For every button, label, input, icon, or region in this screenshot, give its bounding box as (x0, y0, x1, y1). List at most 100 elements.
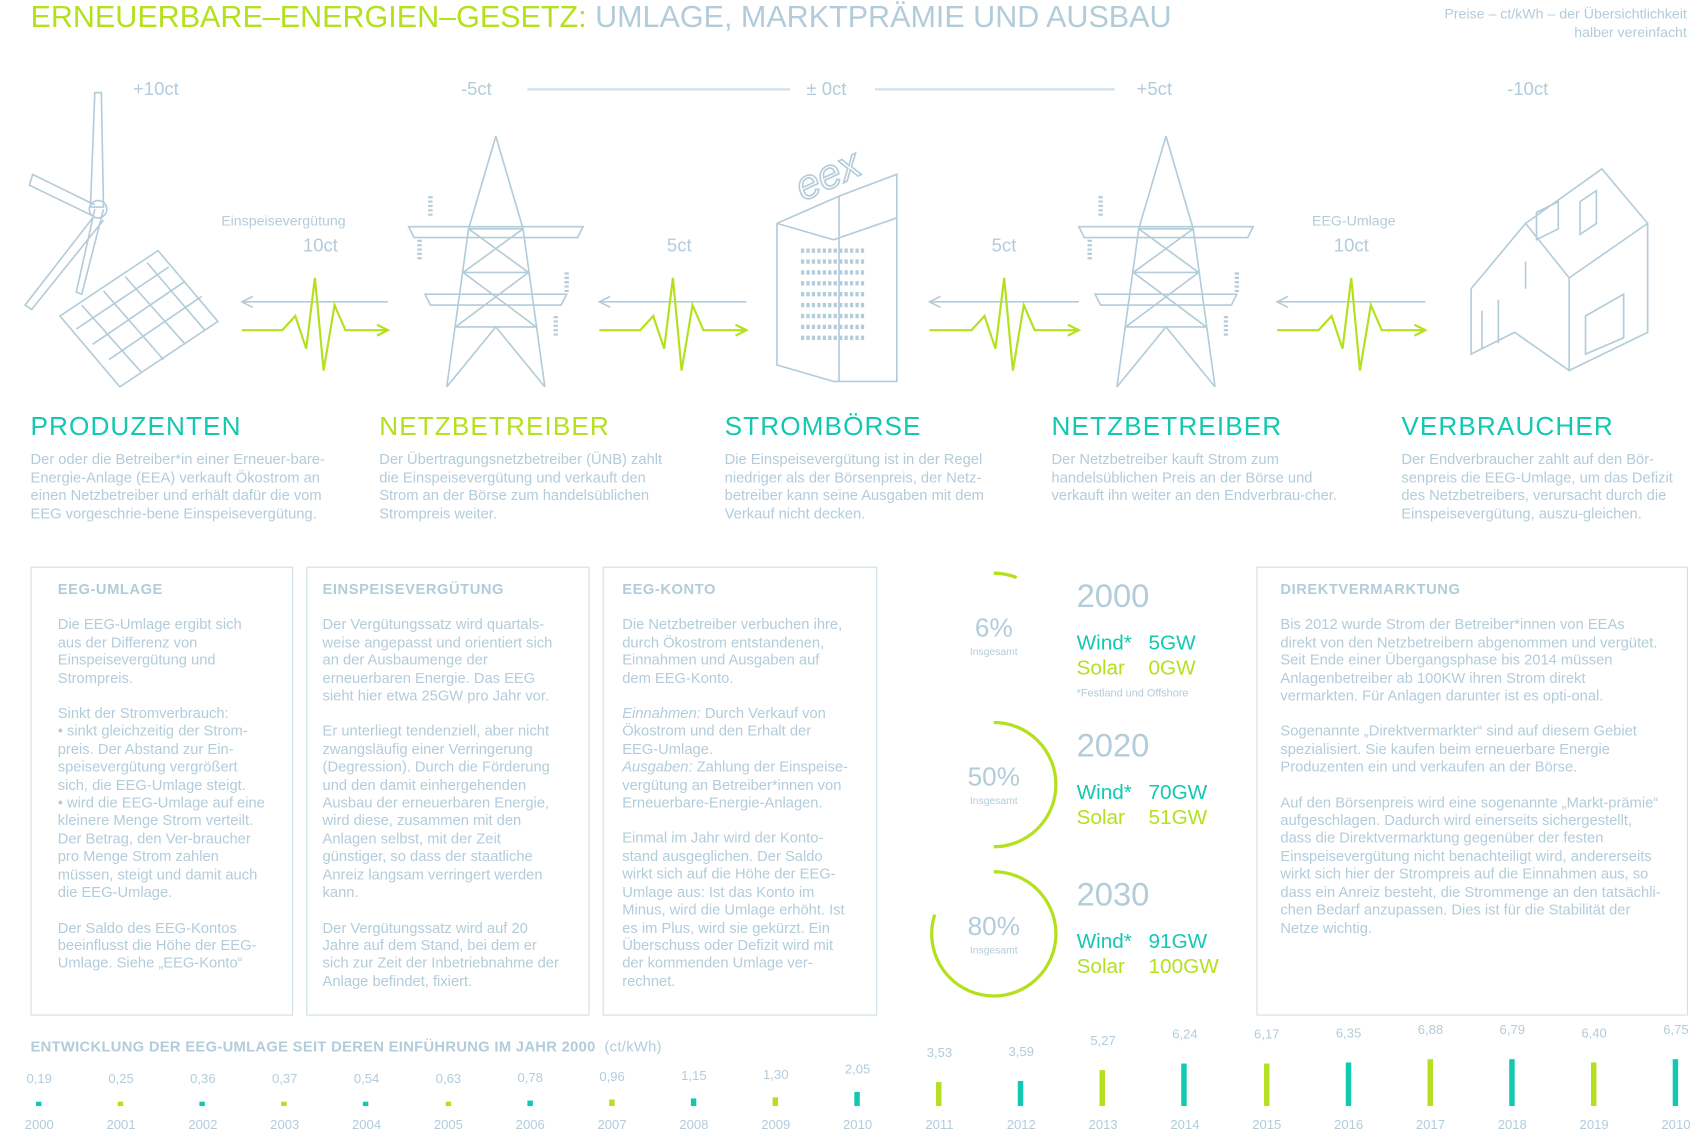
heading-verbraucher: VERBRAUCHER (1401, 411, 1614, 442)
share-percent: 80% (967, 912, 1020, 942)
chart-bar (608, 1099, 615, 1107)
flow-arrows (240, 277, 1428, 371)
chart-year-label: 2016 (1334, 1116, 1364, 1133)
chart-year-label: 2005 (433, 1116, 463, 1133)
price-stromboerse: ± 0ct (806, 78, 847, 100)
desc-netzbetreiber-1: Der Übertragungsnetzbetreiber (ÜNB) zahl… (379, 451, 663, 522)
chart-value-label: 0,63 (435, 1071, 462, 1087)
flow-amount: 10ct (1333, 235, 1369, 257)
money-arrow-left (240, 295, 388, 309)
desc-produzenten: Der oder die Betreiber*in einer Erneuer-… (30, 451, 325, 522)
chart-bar (854, 1091, 860, 1107)
chart-year-label: 2014 (1170, 1116, 1200, 1133)
solar-value: 0GW (1148, 657, 1196, 680)
chart-value-label: 0,36 (190, 1071, 216, 1087)
power-pylon-icon (1077, 135, 1255, 388)
chart-year-label: 2000 (24, 1116, 54, 1133)
chart-year-label: 2017 (1415, 1116, 1445, 1133)
wind-value: 70GW (1148, 781, 1208, 805)
power-pulse-arrow-right (929, 277, 1082, 371)
chart-bar (445, 1101, 451, 1107)
heading-stromboerse: STROMBÖRSE (724, 411, 922, 442)
expansion-year: 2020 (1076, 727, 1150, 764)
chart-bar (35, 1101, 42, 1107)
title-sub: UMLAGE, MARKTPRÄMIE UND AUSBAU (586, 0, 1172, 34)
box-text: Auf den Börsenpreis wird eine sogenannte… (1280, 794, 1661, 936)
box-einspeiseverguetung: EINSPEISEVERGÜTUNG Der Vergütungssatz wi… (306, 566, 590, 1016)
house-icon (1470, 167, 1649, 373)
note-line: halber vereinfacht (1574, 23, 1687, 41)
chart-value-label: 3,53 (926, 1044, 953, 1061)
chart-year-label: 2010 (1661, 1116, 1691, 1133)
flow-amount: 10ct (302, 235, 338, 257)
chart-year-label: 2019 (1579, 1116, 1609, 1133)
chart-bar (363, 1101, 369, 1107)
chart-bar (281, 1101, 287, 1107)
box-title: EEG-UMLAGE (57, 580, 163, 598)
share-total-label: Insgesamt (969, 795, 1018, 808)
chart-year-label: 2002 (188, 1116, 218, 1133)
chart-value-label: 6,40 (1581, 1025, 1607, 1041)
power-pulse-arrow-right (241, 277, 391, 371)
chart-value-label: 2,05 (844, 1061, 871, 1077)
share-total-label: Insgesamt (969, 944, 1018, 957)
chart-bar (199, 1101, 206, 1107)
box-text: Einmal im Jahr wird der Konto-stand ausg… (622, 829, 845, 990)
chart-value-label: 6,35 (1335, 1025, 1362, 1041)
chart-bar (1263, 1063, 1269, 1107)
chart-bar (1672, 1059, 1679, 1107)
chart-unit: (ct/kWh) (604, 1038, 662, 1055)
chart-value-label: 5,27 (1090, 1032, 1116, 1049)
power-pulse-arrow-right (599, 277, 749, 371)
wind-label: Wind* (1076, 930, 1132, 954)
wind-value: 5GW (1148, 632, 1196, 655)
title-main: ERNEUERBARE–ENERGIEN–GESETZ: (30, 0, 587, 34)
price-verbraucher: -10ct (1507, 78, 1549, 100)
box-text: Durch Verkauf von Ökostrom und den Erhal… (622, 705, 826, 758)
box-eeg-umlage: EEG-UMLAGE Die EEG-Umlage ergibt sich au… (30, 566, 294, 1016)
box-text: Zahlung der Einspeise-vergütung an Betre… (622, 758, 848, 811)
wind-label: Wind* (1076, 781, 1132, 805)
power-exchange-building-icon: eex (776, 139, 898, 383)
box-text: Sogenannte „Direktvermarkter“ sind auf d… (1280, 722, 1637, 776)
desc-verbraucher: Der Endverbraucher zahlt auf den Bör-sen… (1401, 451, 1673, 522)
chart-bar (526, 1100, 533, 1107)
chart-value-label: 0,96 (599, 1068, 625, 1085)
flow-label: Einspeisevergütung (221, 212, 346, 229)
share-ring-arc (993, 571, 1018, 580)
chart-bar (117, 1101, 124, 1107)
chart-value-label: 6,88 (1417, 1021, 1444, 1038)
heading-produzenten: PRODUZENTEN (30, 411, 242, 442)
price-produzenten: +10ct (132, 78, 179, 100)
box-title: EEG-KONTO (622, 580, 716, 598)
solar-value: 100GW (1148, 955, 1219, 979)
chart-bar (1181, 1063, 1188, 1107)
income-label: Einnahmen: (622, 705, 701, 722)
chart-bar (772, 1097, 778, 1107)
chart-value-label: 0,19 (26, 1071, 52, 1087)
note-line: Preise – ct/kWh – der Übersichtlichkeit (1444, 5, 1687, 22)
money-arrow-left (1275, 295, 1426, 309)
solar-value: 51GW (1148, 806, 1208, 830)
chart-year-label: 2003 (270, 1116, 300, 1133)
chart-value-label: 0,54 (353, 1071, 380, 1087)
price-netzbetreiber-1: -5ct (460, 78, 492, 100)
chart-value-label: 1,30 (763, 1066, 789, 1082)
chart-year-label: 2015 (1252, 1116, 1282, 1133)
chart-year-label: 2013 (1088, 1116, 1118, 1133)
chart-year-label: 2012 (1006, 1116, 1036, 1133)
box-text: Der Vergütungssatz wird auf 20 Jahre auf… (322, 919, 559, 990)
chart-bar (690, 1098, 697, 1107)
share-percent: 6% (974, 613, 1013, 643)
chart-year-label: 2006 (515, 1116, 545, 1133)
wind-value: 91GW (1148, 930, 1208, 954)
chart-value-label: 0,25 (108, 1071, 134, 1087)
chart-value-label: 6,17 (1254, 1026, 1280, 1042)
chart-value-label: 6,79 (1499, 1022, 1526, 1038)
chart-value-label: 6,24 (1172, 1026, 1198, 1042)
solar-label: Solar (1076, 806, 1125, 830)
chart-year-label: 2004 (352, 1116, 382, 1133)
